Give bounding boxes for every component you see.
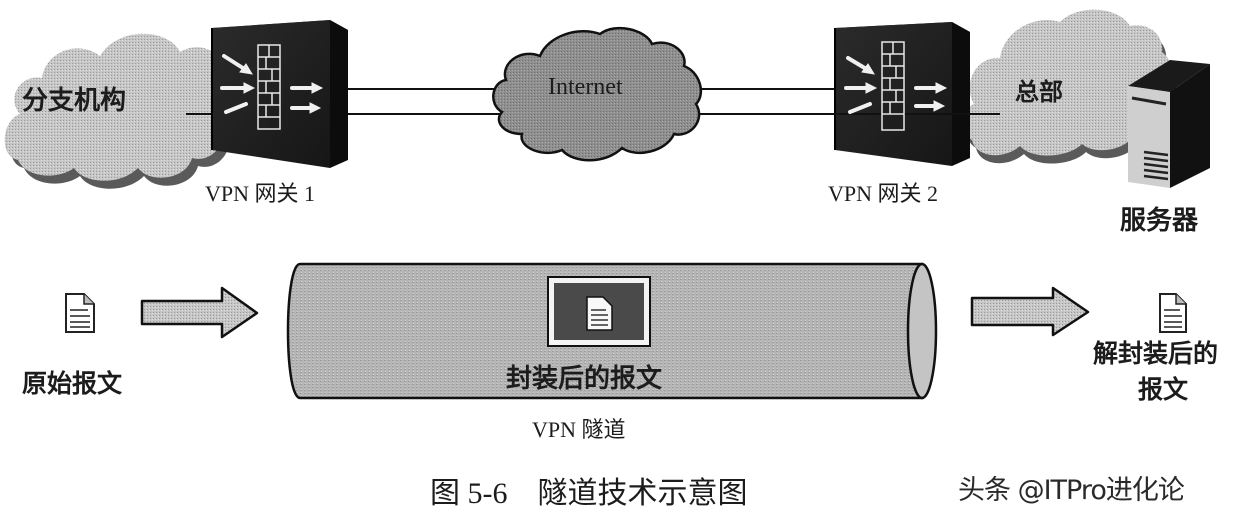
headquarters-label: 总部 (1015, 78, 1063, 106)
server-tower-icon (1128, 60, 1210, 188)
vpn-tunnel-cylinder-icon (286, 262, 938, 400)
decapsulated-packet-document-icon (1159, 293, 1187, 333)
branch-cloud-icon (4, 33, 237, 189)
branch-office-label: 分支机构 (22, 86, 127, 116)
original-packet-document-icon (65, 293, 95, 333)
block-arrow-in-icon (140, 286, 259, 339)
gateway2-firewall-icon (820, 22, 1000, 166)
decapsulated-packet-label-line1: 解封装后的 (1093, 339, 1219, 368)
gateway1-firewall-icon (211, 20, 348, 168)
original-packet-label: 原始报文 (22, 369, 123, 398)
internet-cloud-icon (492, 26, 703, 162)
encapsulated-packet-document-icon (586, 296, 613, 331)
figure-caption: 图 5-6 隧道技术示意图 (430, 477, 748, 510)
decapsulated-packet-label-line2: 报文 (1138, 375, 1189, 404)
vpn-tunnel-label: VPN 隧道 (532, 417, 626, 442)
server-label: 服务器 (1120, 206, 1199, 236)
gateway1-label: VPN 网关 1 (205, 181, 316, 206)
encapsulated-packet-label: 封装后的报文 (506, 364, 663, 394)
gateway2-label: VPN 网关 2 (828, 181, 939, 206)
block-arrow-out-icon (970, 286, 1090, 337)
watermark: 头条 @ITPro进化论 (958, 475, 1185, 506)
hq-cloud-icon (962, 9, 1177, 164)
internet-label: Internet (548, 74, 623, 100)
